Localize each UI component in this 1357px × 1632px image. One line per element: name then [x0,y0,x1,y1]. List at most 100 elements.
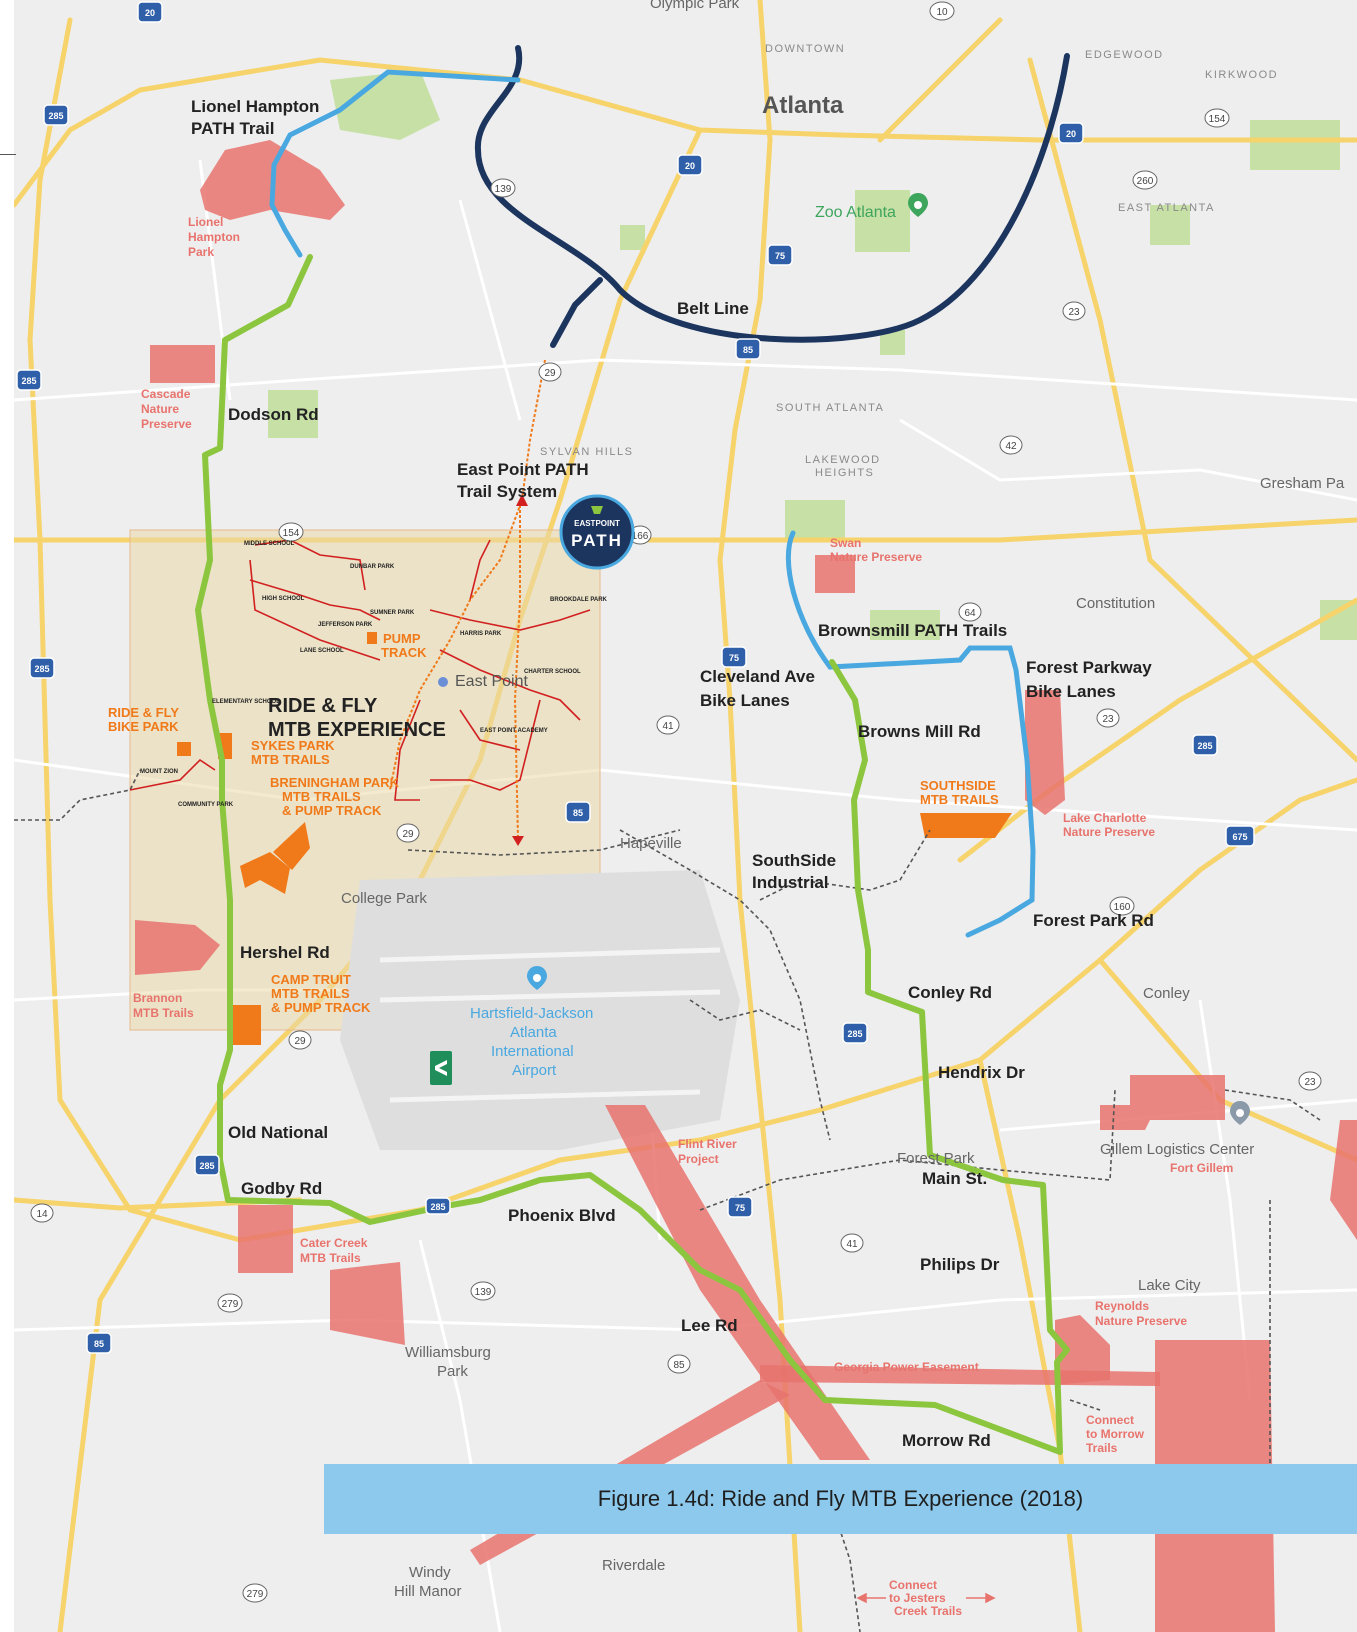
label-riverdale: Riverdale [602,1557,665,1574]
svg-text:154: 154 [1209,114,1226,125]
svg-text:LANE SCHOOL: LANE SCHOOL [300,648,344,654]
route-shield: 29 [288,1030,312,1050]
label-breningham-1: BRENINGHAM PARK [270,775,400,790]
svg-text:285: 285 [430,1202,445,1212]
svg-text:23: 23 [1304,1077,1316,1088]
label-lionel-park-2: Hampton [188,230,240,244]
label-windy-hill-2: Hill Manor [394,1583,462,1600]
svg-text:285: 285 [199,1161,214,1171]
interstate-shield: 285 [194,1154,220,1176]
figure-caption-band: Figure 1.4d: Ride and Fly MTB Experience… [324,1464,1357,1534]
svg-text:285: 285 [48,111,63,121]
interstate-shield: 20 [1058,122,1084,144]
route-shield: 139 [470,1281,496,1301]
label-sykes-2: MTB TRAILS [251,752,330,767]
svg-text:160: 160 [1114,902,1131,913]
svg-text:64: 64 [964,608,976,619]
interstate-shield: 75 [721,646,747,668]
svg-text:154: 154 [283,528,300,539]
label-dodson: Dodson Rd [228,405,319,424]
label-south-atlanta: SOUTH ATLANTA [776,402,884,414]
east-point-path-arrow-down [512,836,524,846]
airport-runways [379,947,721,1103]
gillem-pin-icon [1230,1101,1250,1125]
label-edgewood: EDGEWOOD [1085,49,1164,61]
interstate-shield: 85 [735,338,761,360]
east-point-path-branch [513,500,521,841]
label-east-atlanta: EAST ATLANTA [1118,202,1215,214]
svg-text:85: 85 [743,345,753,355]
route-shield: 14 [30,1203,54,1223]
label-flint-river-2: Project [678,1152,719,1166]
label-connect-jesters-1: Connect [889,1578,937,1592]
label-atlanta: Atlanta [762,92,844,119]
route-shield: 85 [667,1354,691,1374]
label-southside-industrial-1: SouthSide [752,851,836,870]
interstate-shield: 75 [767,244,793,266]
interstate-shield: 675 [1225,825,1255,847]
svg-text:139: 139 [475,1287,492,1298]
label-college-park: College Park [341,890,427,907]
svg-text:285: 285 [1197,741,1212,751]
svg-text:23: 23 [1102,714,1114,725]
east-point-pin-icon [438,677,448,687]
svg-text:29: 29 [294,1036,306,1047]
label-forest-parkway-1: Forest Parkway [1026,658,1152,677]
svg-text:HARRIS PARK: HARRIS PARK [460,631,502,637]
state-shields: 10 154 139 260 23 42 154 166 29 64 23 41… [30,1,1322,1603]
interstate-shield: 20 [137,1,163,23]
route-shield: 29 [396,823,420,843]
label-lakewood-2: HEIGHTS [815,467,874,479]
figure-caption: Figure 1.4d: Ride and Fly MTB Experience… [597,1486,1084,1511]
label-zoo: Zoo Atlanta [815,204,896,221]
label-philips: Philips Dr [920,1255,1000,1274]
svg-text:75: 75 [729,653,739,663]
label-godby: Godby Rd [241,1179,322,1198]
label-hendrix: Hendrix Dr [938,1063,1025,1082]
eastpoint-path-logo: EASTPOINT PATH [559,494,635,570]
eastpoint-logo-line2: PATH [571,531,623,550]
svg-text:HIGH SCHOOL: HIGH SCHOOL [262,596,305,602]
svg-text:139: 139 [495,184,512,195]
svg-text:23: 23 [1068,307,1080,318]
label-conley-rd: Conley Rd [908,983,992,1002]
label-cleveland-1: Cleveland Ave [700,667,815,686]
label-main-st: Main St. [922,1169,987,1188]
route-shield: 41 [840,1233,864,1253]
label-camp-truit-1: CAMP TRUIT [271,972,351,987]
interstate-shield: 285 [16,369,42,391]
label-forest-parkway-2: Bike Lanes [1026,682,1116,701]
label-breningham-2: MTB TRAILS [282,789,361,804]
label-windy-hill-1: Windy [409,1564,451,1581]
interstate-shield: 285 [43,104,69,126]
local-poi-labels: MIDDLE SCHOOL HIGH SCHOOL ELEMENTARY SCH… [140,541,608,808]
label-cascade-1: Cascade [141,387,191,401]
label-olympic-park: Olympic Park [650,0,740,12]
svg-text:75: 75 [775,251,785,261]
svg-text:29: 29 [544,368,556,379]
label-airport-2: Atlanta [510,1024,557,1041]
route-shield: 139 [490,178,516,198]
svg-text:279: 279 [222,1299,239,1310]
label-connect-jesters-2: to Jesters [889,1591,946,1605]
svg-text:CHARTER SCHOOL: CHARTER SCHOOL [524,669,581,675]
left-margin [0,0,14,1632]
interstate-shields: 20 20 20 285 285 285 285 75 75 85 85 675… [16,1,1255,1354]
svg-text:20: 20 [685,161,695,171]
label-lake-charlotte-2: Nature Preserve [1063,825,1155,839]
interstate-shield: 285 [29,657,55,679]
mtb-orange-areas [177,632,1012,1045]
label-fort-gillem: Fort Gillem [1170,1161,1233,1175]
svg-text:20: 20 [1066,129,1076,139]
label-cleveland-2: Bike Lanes [700,691,790,710]
label-downtown: DOWNTOWN [765,43,845,55]
svg-text:MOUNT ZION: MOUNT ZION [140,769,178,775]
label-georgia-power: Georgia Power Easement [834,1360,979,1374]
label-old-national: Old National [228,1123,328,1142]
interstate-shield: 75 [727,1196,753,1218]
interstate-shield: 20 [677,154,703,176]
label-phoenix: Phoenix Blvd [508,1206,616,1225]
route-shield: 154 [1204,108,1230,128]
label-southside-industrial-2: Industrial [752,873,829,892]
route-shield: 10 [929,1,955,21]
